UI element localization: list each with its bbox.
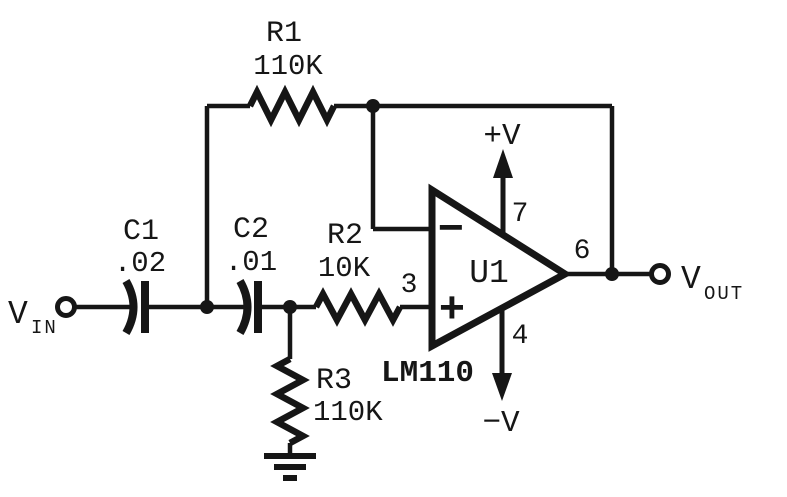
opamp-inverting-input-mark: −: [438, 206, 464, 256]
opamp-ref-label: U1: [469, 255, 509, 292]
positive-supply-arrow: [493, 149, 513, 234]
resistor-r1: [247, 84, 337, 128]
c1-ref-label: C1: [123, 215, 159, 249]
positive-supply-label: +V: [483, 119, 521, 154]
negative-supply-arrowhead: [492, 373, 512, 401]
positive-supply-arrowhead: [493, 149, 513, 178]
negative-supply-label: −V: [482, 406, 520, 441]
negative-supply-arrow: [492, 309, 512, 401]
opamp-triangle: [428, 183, 572, 352]
junction-dot-c1-c2: [200, 300, 214, 314]
r3-ref-label: R3: [316, 364, 352, 398]
c1-curved-plate: [122, 279, 138, 335]
r2-ref-label: R2: [327, 219, 363, 253]
pin-4-label: 4: [512, 321, 529, 352]
c2-curved-plate: [236, 279, 252, 335]
r2-value-label: 10K: [318, 252, 371, 285]
labels: V IN C1 .02 C2 .01 R1 110K R2 10K R3 110…: [8, 17, 744, 441]
c2-ref-label: C2: [233, 213, 269, 247]
r1-value-label: 110K: [253, 50, 323, 83]
junction-dot-feedback-top: [366, 99, 380, 113]
resistor-r3: [270, 356, 310, 446]
opamp-noninverting-input-mark: +: [439, 286, 465, 336]
pin-7-label: 7: [512, 199, 529, 230]
vout-subscript-label: OUT: [704, 283, 744, 305]
junction-dot-c2-r3: [283, 300, 297, 314]
r3-value-label: 110K: [313, 396, 383, 429]
capacitor-c2: [236, 279, 262, 335]
output-terminal: [649, 263, 671, 285]
resistor-r2: [313, 287, 403, 327]
opamp-part-label: LM110: [381, 356, 474, 391]
r1-ref-label: R1: [266, 17, 302, 51]
vin-label: V: [8, 296, 28, 333]
input-terminal: [55, 296, 77, 318]
pin-3-label: 3: [401, 270, 418, 301]
junction-dot-output: [605, 267, 619, 281]
vin-subscript-label: IN: [31, 317, 58, 339]
ground-symbol: [264, 453, 316, 481]
wires: [75, 103, 652, 453]
c2-value-label: .01: [225, 246, 277, 279]
pin-6-label: 6: [574, 236, 591, 267]
c1-value-label: .02: [114, 247, 166, 280]
vout-label: V: [681, 261, 701, 298]
capacitor-c1: [122, 279, 149, 335]
